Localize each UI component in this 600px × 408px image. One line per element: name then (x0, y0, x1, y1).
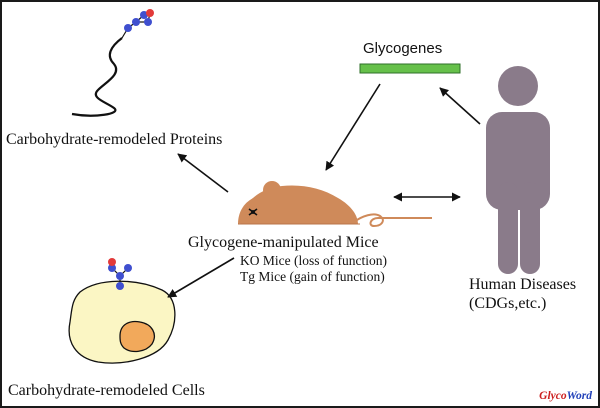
sugar-residue (124, 24, 132, 32)
glycogenes-label: Glycogenes (363, 40, 443, 57)
mice-label: Glycogene-manipulated Mice (188, 234, 379, 251)
cdgs-label: (CDGs,etc.) (469, 295, 547, 312)
protein-icon (71, 9, 154, 117)
sugar-residue (146, 9, 154, 17)
ko-mice-label: KO Mice (loss of function) (240, 253, 387, 268)
sugar-residue (108, 264, 116, 272)
gene-bar (359, 63, 461, 74)
arrow-genes-to-mice (325, 83, 381, 171)
human-diseases-label: Human Diseases (469, 276, 577, 293)
logo-part-word: Word (566, 389, 592, 402)
cells-label: Carbohydrate-remodeled Cells (8, 382, 205, 399)
proteins-label: Carbohydrate-remodeled Proteins (6, 131, 223, 148)
sugar-residue (124, 264, 132, 272)
sugar-residue (108, 258, 116, 266)
tg-mice-label: Tg Mice (gain of function) (240, 269, 385, 284)
arrow-mice-to-cells (167, 257, 235, 298)
sugar-residue (116, 272, 124, 280)
glycoword-logo: GlycoWord (539, 389, 592, 403)
arrow-human-to-genes (439, 87, 481, 125)
logo-part-glyco: Glyco (539, 389, 567, 402)
cell-icon (68, 258, 176, 364)
arrow-mice-to-proteins (177, 153, 229, 193)
human-icon (486, 66, 550, 274)
sugar-residue (116, 282, 124, 290)
sugar-residue (144, 18, 152, 26)
mouse-icon (238, 181, 432, 228)
sugar-residue (132, 18, 140, 26)
